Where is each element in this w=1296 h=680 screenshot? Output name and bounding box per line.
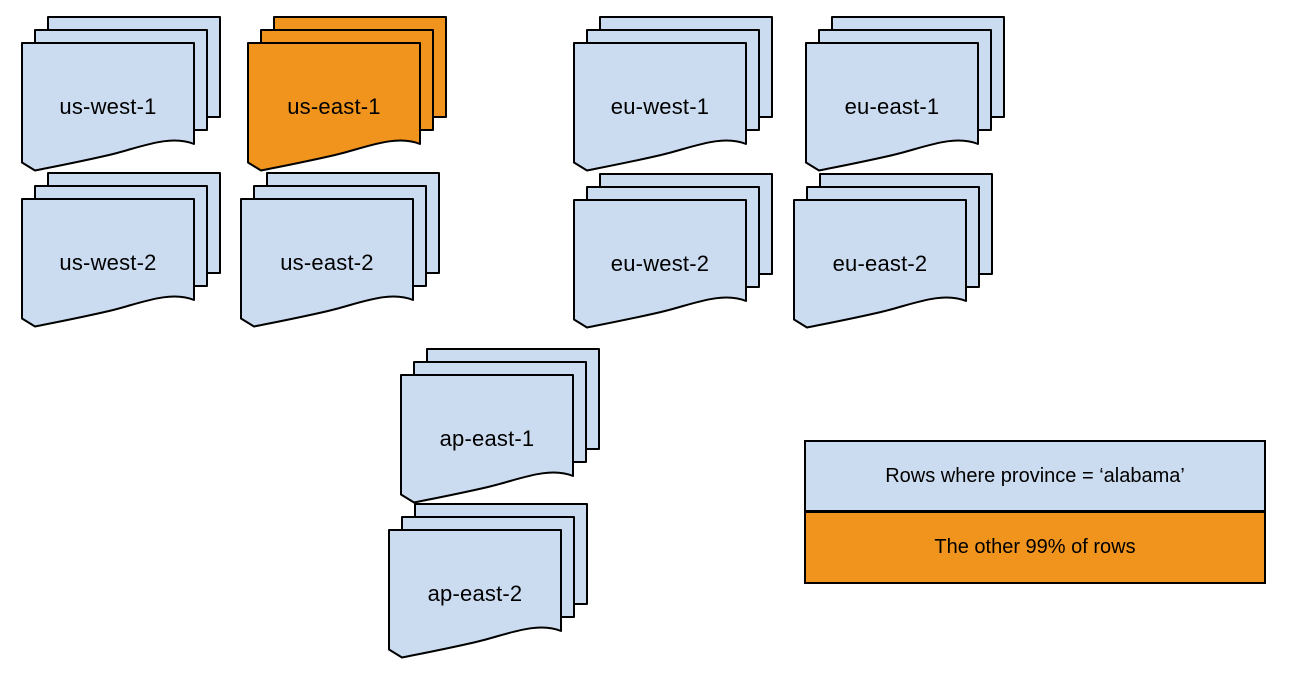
- region-label: us-east-1: [287, 94, 381, 119]
- region-stack-us-east-2: us-east-2: [240, 172, 442, 330]
- document-stack-icon: [400, 348, 600, 504]
- document-stack-icon: [240, 172, 440, 328]
- legend-row-alabama: Rows where province = ‘alabama’: [806, 442, 1264, 513]
- legend-row-label: The other 99% of rows: [934, 536, 1136, 558]
- document-stack-icon: [388, 503, 588, 659]
- legend-row-label: Rows where province = ‘alabama’: [885, 464, 1185, 487]
- legend-row-other-rows: The other 99% of rows: [806, 513, 1264, 582]
- region-label: us-west-2: [59, 250, 157, 275]
- document-stack-icon: [21, 16, 221, 172]
- region-label: us-west-1: [59, 94, 157, 119]
- region-stack-us-west-2: us-west-2: [21, 172, 223, 330]
- document-stack-icon: [573, 173, 773, 329]
- document-stack-icon: [805, 16, 1005, 172]
- region-stack-ap-east-1: ap-east-1: [400, 348, 602, 506]
- region-stack-eu-west-2: eu-west-2: [573, 173, 775, 331]
- document-stack-icon: [573, 16, 773, 172]
- region-label: ap-east-1: [439, 426, 535, 451]
- region-label: ap-east-2: [427, 581, 523, 606]
- region-label: eu-east-2: [832, 251, 928, 276]
- region-stack-eu-west-1: eu-west-1: [573, 16, 775, 174]
- region-stack-eu-east-1: eu-east-1: [805, 16, 1007, 174]
- region-stack-us-west-1: us-west-1: [21, 16, 223, 174]
- region-stack-ap-east-2: ap-east-2: [388, 503, 590, 661]
- region-stack-us-east-1: us-east-1: [247, 16, 449, 174]
- document-stack-icon: [793, 173, 993, 329]
- legend: Rows where province = ‘alabama’ The othe…: [804, 440, 1266, 584]
- document-stack-icon: [247, 16, 447, 172]
- region-label: eu-east-1: [844, 94, 940, 119]
- region-label: us-east-2: [280, 250, 374, 275]
- document-stack-icon: [21, 172, 221, 328]
- region-label: eu-west-2: [610, 251, 710, 276]
- region-label: eu-west-1: [610, 94, 710, 119]
- region-stack-eu-east-2: eu-east-2: [793, 173, 995, 331]
